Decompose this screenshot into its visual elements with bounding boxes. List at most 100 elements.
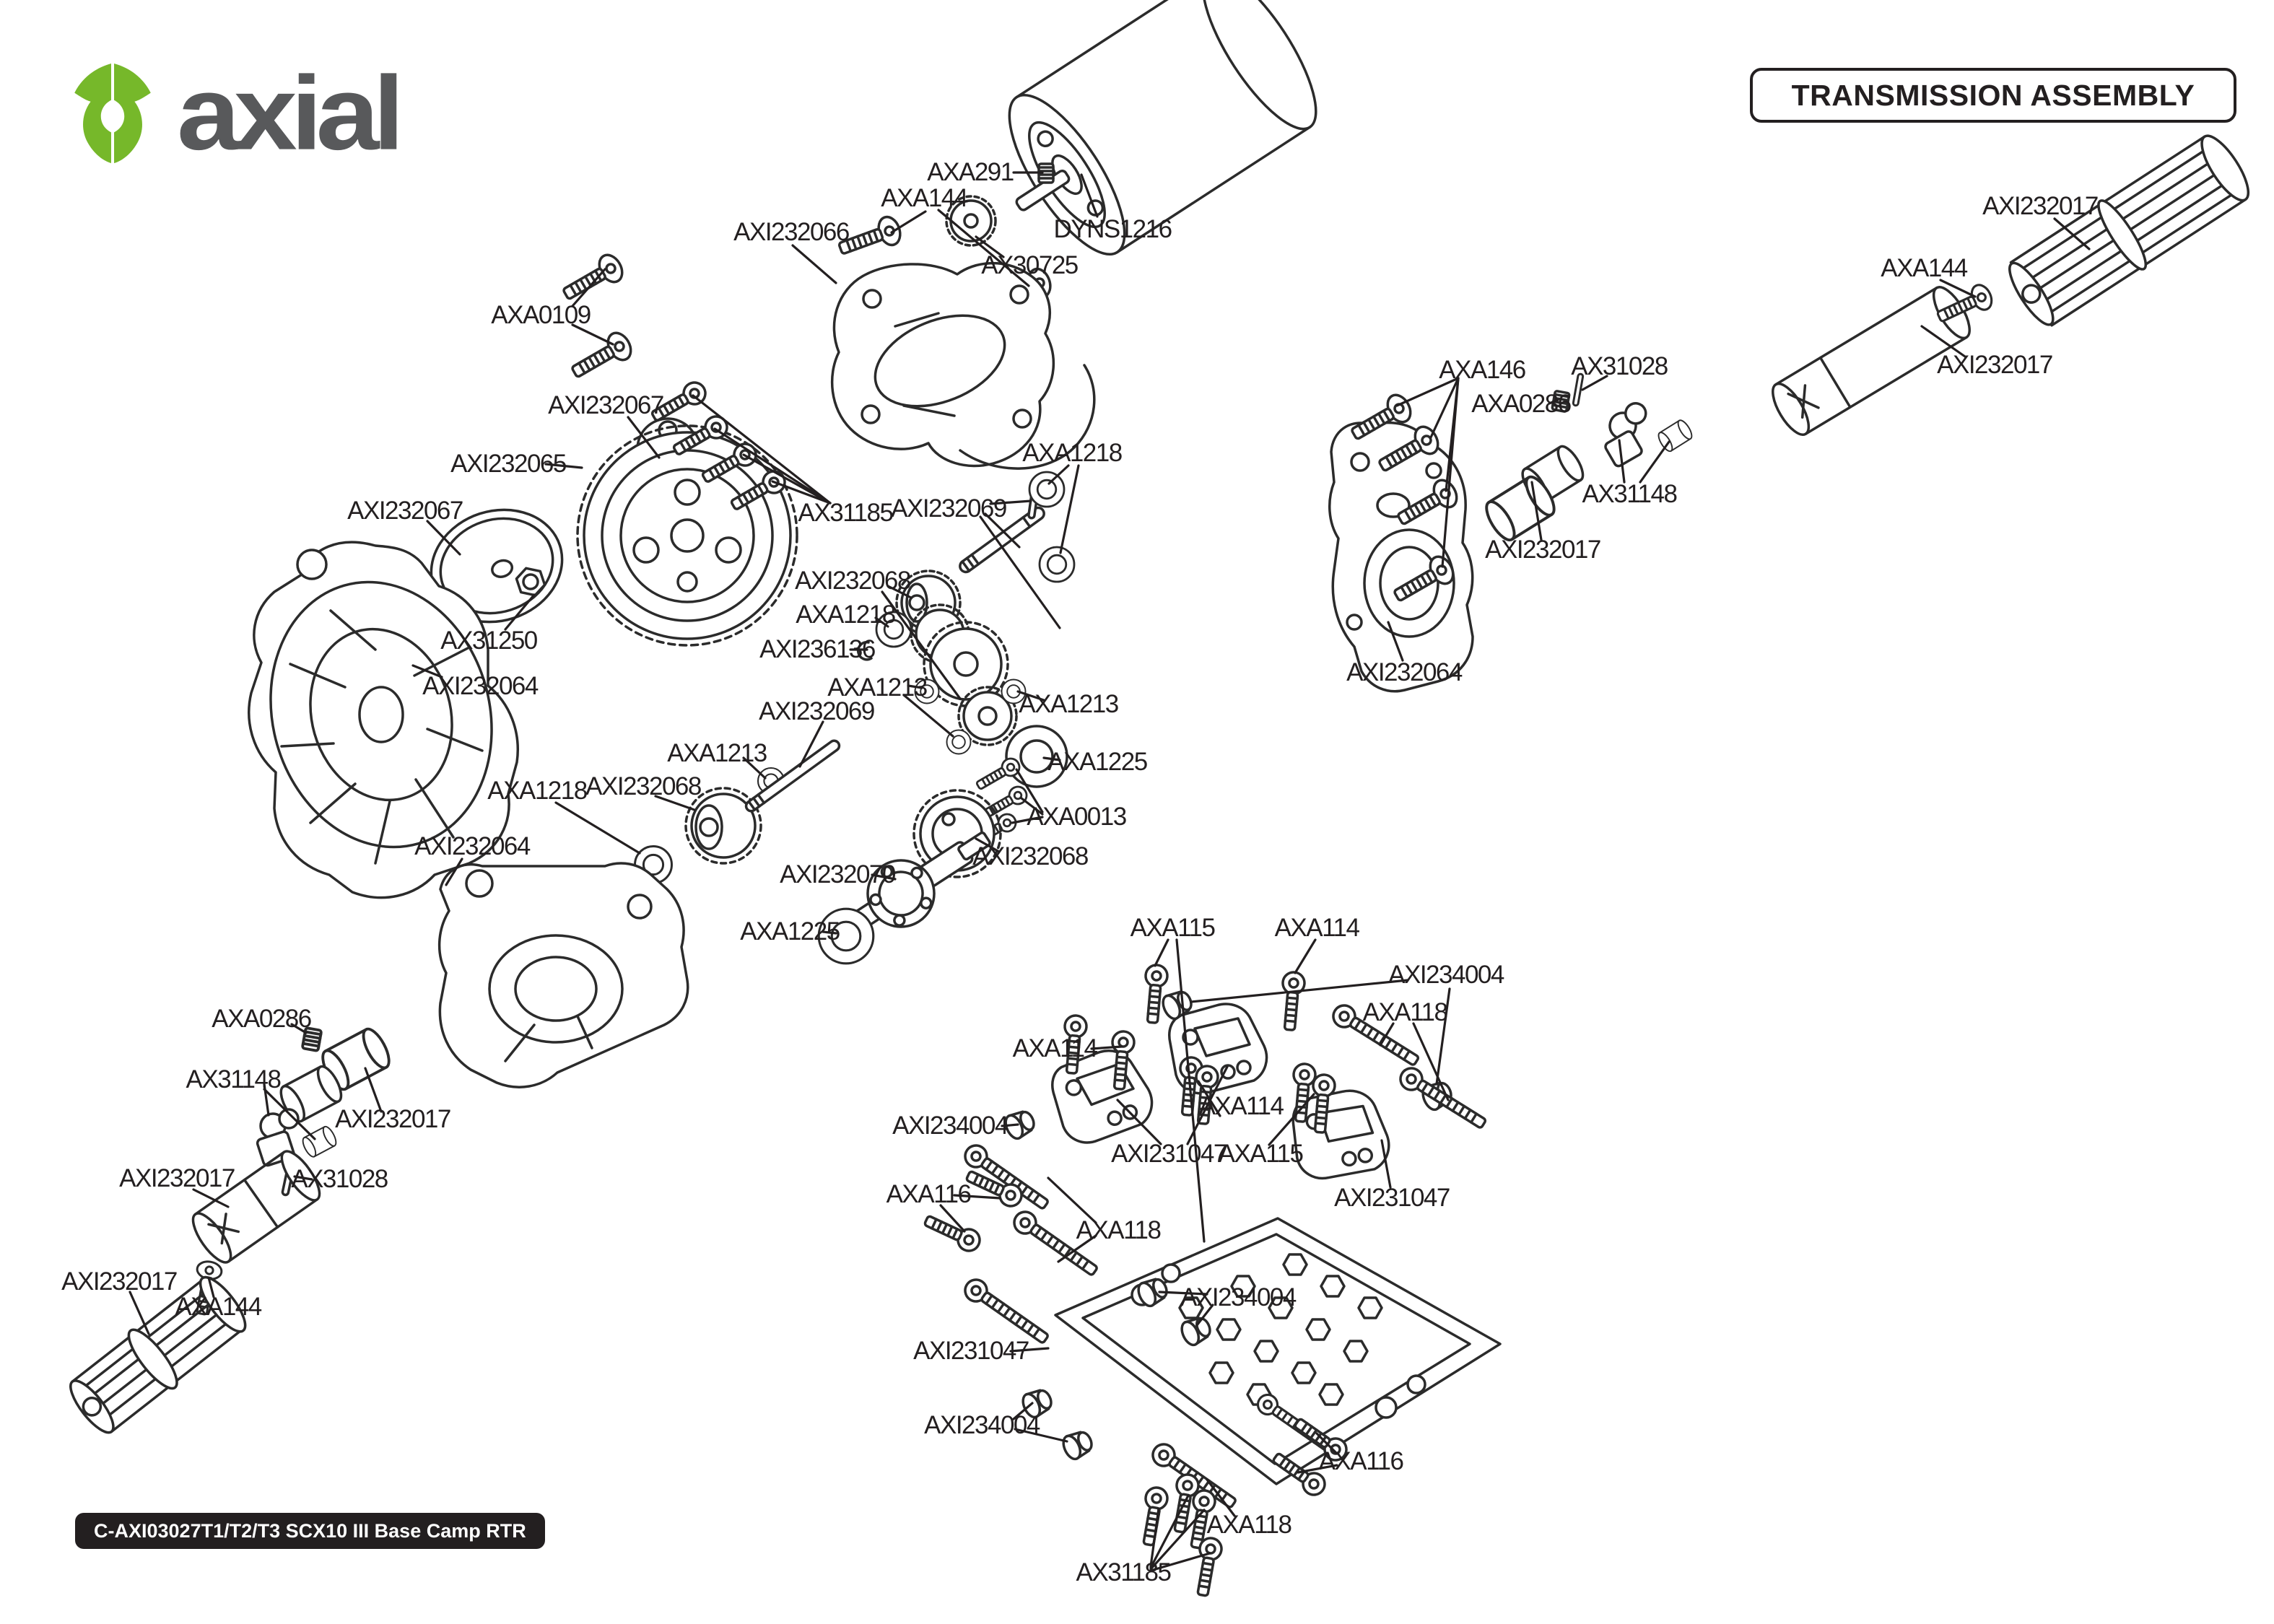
- leader-line: [1530, 481, 1543, 541]
- screw-drawing: [1190, 1063, 1221, 1126]
- motor-plate-drawing: [830, 261, 1096, 470]
- leader-line: [1149, 1552, 1211, 1572]
- leader-line: [798, 720, 824, 768]
- leader-line: [290, 1023, 308, 1034]
- leader-line: [627, 416, 661, 459]
- leader-line: [1154, 938, 1169, 967]
- leader-line: [544, 463, 583, 469]
- bushing-drawing: [1001, 1106, 1040, 1143]
- leader-line: [1001, 1123, 1019, 1127]
- coupler-drawing: [1655, 417, 1695, 454]
- u-joint-drawing: [1604, 402, 1647, 468]
- motor-drawing: [1008, 0, 1317, 256]
- leader-line: [1042, 756, 1061, 761]
- leader-line: [1618, 439, 1626, 484]
- bearing-drawing: [1028, 471, 1066, 508]
- leader-line: [874, 616, 889, 628]
- leader-line: [979, 515, 1061, 629]
- page-title: TRANSMISSION ASSEMBLY: [1791, 78, 2195, 112]
- leader-line: [571, 268, 606, 307]
- leader-line: [1548, 398, 1559, 405]
- leader-line: [1011, 816, 1044, 824]
- kit-code: C-AXI03027T1/T2/T3 SCX10 III Base Camp R…: [94, 1519, 526, 1542]
- leader-line: [1090, 1045, 1123, 1050]
- driveshaft-cup-drawing: [1479, 471, 1561, 546]
- leader-line: [1429, 377, 1460, 439]
- leader-line: [742, 453, 832, 505]
- leader-line: [1015, 768, 1044, 813]
- leader-line: [1009, 1347, 1050, 1353]
- bushing-drawing: [1058, 1426, 1097, 1463]
- leader-line: [1149, 1507, 1160, 1568]
- bearing-drawing: [1005, 725, 1068, 788]
- leader-line: [1020, 797, 1044, 816]
- leader-line: [504, 593, 536, 631]
- leader-line: [886, 585, 912, 599]
- leader-line: [975, 235, 1005, 258]
- leader-line: [1047, 1176, 1097, 1224]
- leader-line: [1639, 440, 1670, 484]
- leader-line: [939, 1204, 966, 1233]
- leader-line: [1294, 938, 1317, 974]
- bearing-drawing: [1038, 546, 1076, 583]
- gear-drawing: [957, 686, 1018, 746]
- leader-line: [989, 499, 1032, 505]
- screw-drawing: [1136, 1484, 1171, 1548]
- leader-line: [890, 210, 927, 234]
- screw-drawing: [959, 1274, 1054, 1350]
- screw-drawing: [1328, 1000, 1424, 1073]
- leader-line: [1387, 621, 1404, 662]
- leader-line: [871, 873, 897, 881]
- splined-shaft-drawing: [69, 1275, 247, 1434]
- gear-drawing: [684, 787, 762, 865]
- bearing-drawing: [817, 907, 875, 965]
- leader-line: [742, 756, 767, 780]
- leader-lines: [128, 171, 2091, 1572]
- leader-line: [822, 930, 837, 935]
- leader-line: [445, 857, 463, 886]
- leader-line: [1195, 1304, 1214, 1327]
- leader-line: [771, 480, 832, 505]
- leader-line: [984, 512, 1021, 549]
- leader-line: [713, 427, 832, 505]
- leader-line: [554, 801, 641, 855]
- drive-tube-drawing: [191, 1150, 321, 1264]
- leader-line: [975, 837, 1001, 853]
- leader-line: [293, 1175, 313, 1181]
- kit-code-badge: C-AXI03027T1/T2/T3 SCX10 III Base Camp R…: [75, 1513, 545, 1549]
- leader-line: [1206, 1478, 1236, 1517]
- screw-drawing: [1009, 1206, 1103, 1282]
- leader-line: [411, 664, 443, 678]
- bushing-drawing: [1018, 1384, 1057, 1421]
- leader-line: [1197, 1080, 1221, 1117]
- leader-line: [1158, 1291, 1208, 1296]
- leader-line: [1059, 464, 1080, 554]
- driveshaft-cup-drawing: [1516, 441, 1589, 508]
- leader-line: [1186, 1065, 1229, 1145]
- leader-line: [953, 1194, 1001, 1200]
- housing-bottom-drawing: [438, 862, 689, 1088]
- leader-line: [426, 520, 461, 556]
- leader-line: [654, 795, 696, 811]
- leader-line: [1939, 279, 1977, 298]
- leader-line: [1116, 1099, 1162, 1145]
- leader-line: [364, 1067, 383, 1113]
- drive-tube-drawing: [1772, 286, 1971, 436]
- screw-drawing: [834, 212, 905, 264]
- leader-line: [1057, 1234, 1097, 1263]
- leader-line: [1395, 377, 1460, 407]
- leader-line: [2053, 217, 2091, 250]
- leader-line: [1012, 1402, 1034, 1420]
- leader-line: [207, 1276, 215, 1298]
- leader-line: [791, 244, 837, 284]
- screw-drawing: [565, 327, 637, 387]
- leader-line: [1268, 1093, 1315, 1146]
- screw-drawing: [1277, 969, 1307, 1032]
- leader-line: [1149, 1509, 1206, 1571]
- leader-line: [881, 590, 962, 700]
- leader-line: [1581, 375, 1608, 391]
- top-shaft-drawing: [959, 506, 1045, 574]
- leader-line: [1920, 325, 1966, 358]
